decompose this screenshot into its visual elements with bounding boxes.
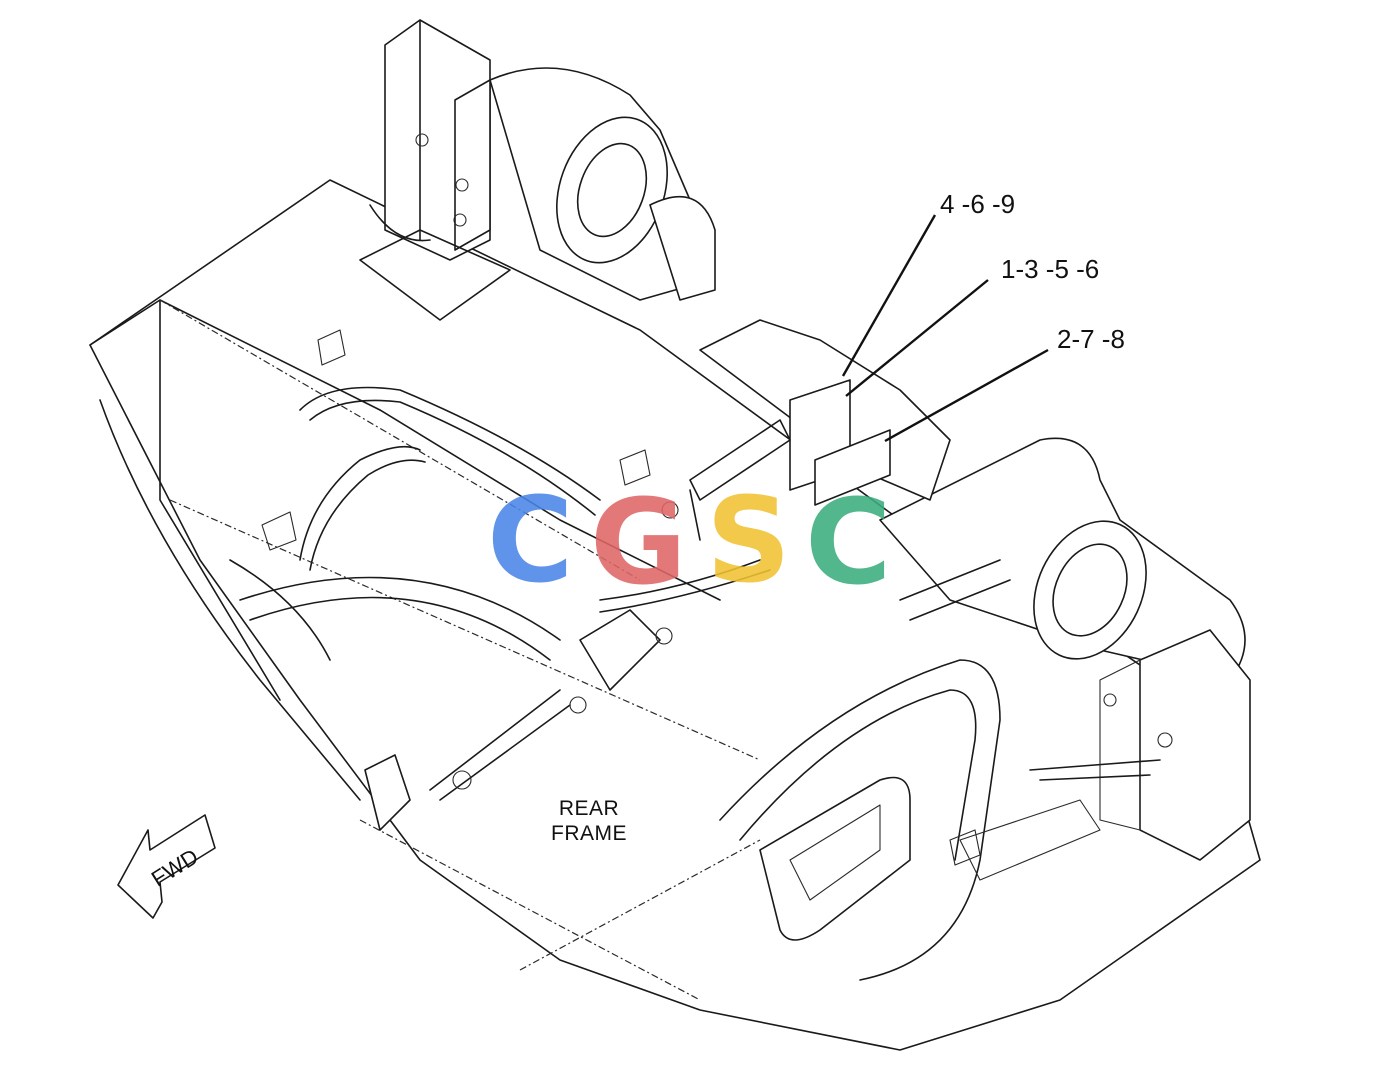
- callout-label-1: 4 -6 -9: [940, 189, 1015, 219]
- watermark-letter-2: G: [590, 473, 687, 611]
- callout-leaders: [841, 214, 1049, 443]
- rear-frame-label-line1: REAR: [559, 797, 619, 820]
- forward-arrow-icon: FWD: [117, 814, 216, 919]
- rear-frame-drawing: [89, 19, 1261, 1051]
- callout-label-3: 2-7 -8: [1057, 324, 1125, 354]
- rear-frame-label-line2: FRAME: [551, 822, 627, 845]
- watermark: C G S C: [487, 471, 892, 611]
- watermark-letter-3: S: [706, 471, 791, 609]
- watermark-letter-1: C: [487, 471, 574, 609]
- leader-4-6-9: [841, 214, 937, 377]
- leader-2-7-8: [884, 348, 1049, 443]
- leader-1-3-5-6: [845, 279, 989, 397]
- callout-label-2: 1-3 -5 -6: [1001, 254, 1099, 284]
- watermark-letter-4: C: [805, 473, 892, 611]
